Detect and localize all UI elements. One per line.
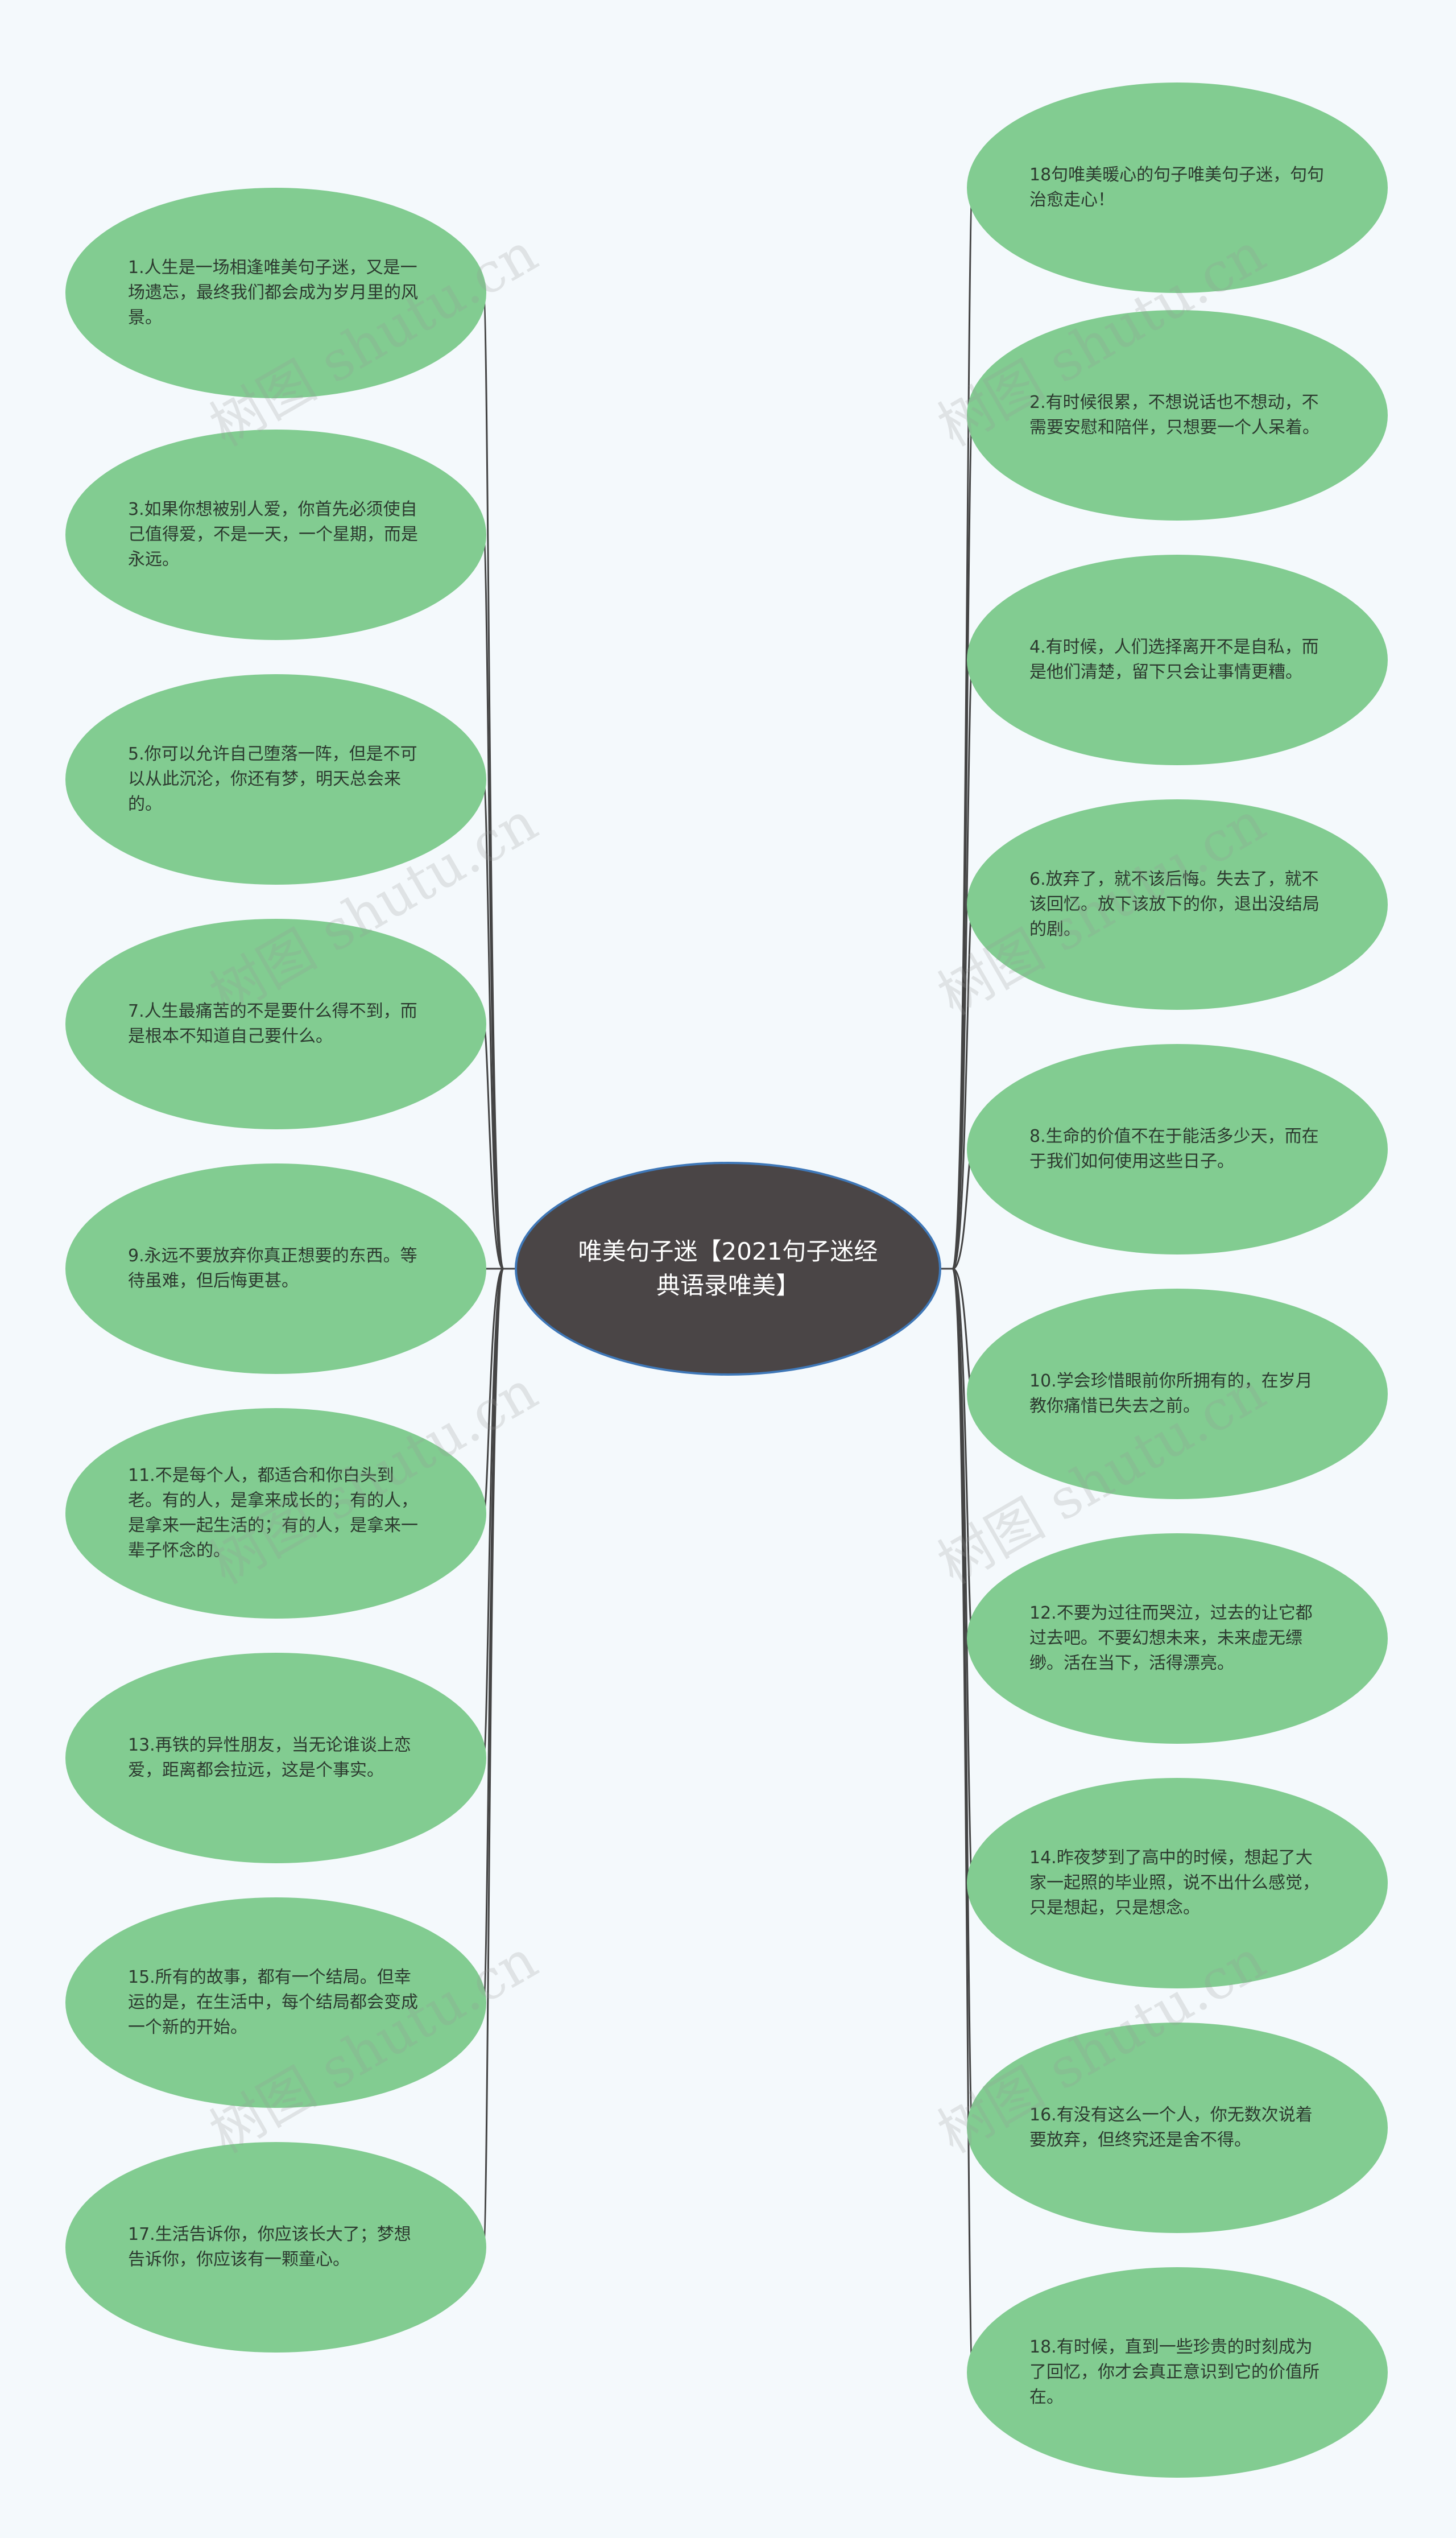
right-topic-label: 18.有时候，直到一些珍贵的时刻成为了回忆，你才会真正意识到它的价值所在。	[1029, 2337, 1320, 2407]
left-topic-node[interactable]: 5.你可以允许自己堕落一阵，但是不可以从此沉沦，你还有梦，明天总会来的。	[65, 674, 486, 885]
right-topic-label: 14.昨夜梦到了高中的时候，想起了大家一起照的毕业照，说不出什么感觉，只是想起，…	[1029, 1848, 1320, 1918]
right-topic-node[interactable]: 2.有时候很累，不想说话也不想动，不需要安慰和陪伴，只想要一个人呆着。	[967, 310, 1388, 521]
link-left-8	[482, 1268, 515, 2248]
left-topic-node[interactable]: 9.永远不要放弃你真正想要的东西。等待虽难，但后悔更甚。	[65, 1163, 486, 1374]
right-topic-label: 12.不要为过往而哭泣，过去的让它都过去吧。不要幻想未来，未来虚无缥缈。活在当下…	[1029, 1603, 1313, 1673]
left-topic-label: 7.人生最痛苦的不是要什么得不到，而是根本不知道自己要什么。	[128, 1001, 417, 1046]
right-topic-label: 4.有时候，人们选择离开不是自私，而是他们清楚，留下只会让事情更糟。	[1029, 637, 1319, 682]
left-topic-label: 9.永远不要放弃你真正想要的东西。等待虽难，但后悔更甚。	[128, 1246, 417, 1291]
left-topic-label: 13.再铁的异性朋友，当无论谁谈上恋爱，距离都会拉远，这是个事实。	[128, 1735, 411, 1780]
right-topic-node[interactable]: 8.生命的价值不在于能活多少天，而在于我们如何使用这些日子。	[967, 1044, 1388, 1254]
left-topic-node[interactable]: 13.再铁的异性朋友，当无论谁谈上恋爱，距离都会拉远，这是个事实。	[65, 1653, 486, 1863]
left-topic-label: 5.你可以允许自己堕落一阵，但是不可以从此沉沦，你还有梦，明天总会来的。	[128, 744, 417, 814]
right-topic-label: 16.有没有这么一个人，你无数次说着要放弃，但终究还是舍不得。	[1029, 2105, 1313, 2150]
link-left-1	[482, 534, 515, 1270]
right-topic-node[interactable]: 16.有没有这么一个人，你无数次说着要放弃，但终究还是舍不得。	[967, 2023, 1388, 2233]
root-topic[interactable]: 唯美句子迷【2021句子迷经典语录唯美】	[515, 1162, 941, 1376]
left-topic-node[interactable]: 17.生活告诉你，你应该长大了；梦想告诉你，你应该有一颗童心。	[65, 2142, 486, 2353]
right-topic-node[interactable]: 18句唯美暖心的句子唯美句子迷，句句治愈走心！	[967, 82, 1388, 293]
right-topic-node[interactable]: 18.有时候，直到一些珍贵的时刻成为了回忆，你才会真正意识到它的价值所在。	[967, 2267, 1388, 2478]
left-topic-node[interactable]: 7.人生最痛苦的不是要什么得不到，而是根本不知道自己要什么。	[65, 919, 486, 1129]
right-topic-node[interactable]: 12.不要为过往而哭泣，过去的让它都过去吧。不要幻想未来，未来虚无缥缈。活在当下…	[967, 1533, 1388, 1744]
left-topic-label: 1.人生是一场相逢唯美句子迷，又是一场遗忘，最终我们都会成为岁月里的风景。	[128, 258, 418, 328]
link-right-3	[941, 903, 974, 1270]
left-topic-label: 15.所有的故事，都有一个结局。但幸运的是，在生活中，每个结局都会变成一个新的开…	[128, 1967, 418, 2037]
left-topic-label: 17.生活告诉你，你应该长大了；梦想告诉你，你应该有一颗童心。	[128, 2225, 411, 2269]
left-topic-node[interactable]: 3.如果你想被别人爱，你首先必须使自己值得爱，不是一天，一个星期，而是永远。	[65, 430, 486, 640]
left-topic-label: 11.不是每个人，都适合和你白头到老。有的人，是拿来成长的；有的人，是拿来一起生…	[128, 1466, 418, 1561]
right-topic-node[interactable]: 10.学会珍惜眼前你所拥有的，在岁月教你痛惜已失去之前。	[967, 1289, 1388, 1499]
right-topic-node[interactable]: 4.有时候，人们选择离开不是自私，而是他们清楚，留下只会让事情更糟。	[967, 555, 1388, 765]
right-topic-label: 10.学会珍惜眼前你所拥有的，在岁月教你痛惜已失去之前。	[1029, 1371, 1313, 1416]
link-right-6	[941, 1268, 974, 1640]
right-topic-label: 2.有时候很累，不想说话也不想动，不需要安慰和陪伴，只想要一个人呆着。	[1029, 393, 1320, 438]
right-topic-label: 8.生命的价值不在于能活多少天，而在于我们如何使用这些日子。	[1029, 1126, 1319, 1171]
right-topic-label: 6.放弃了，就不该后悔。失去了，就不该回忆。放下该放下的你，退出没结局的剧。	[1029, 869, 1320, 939]
link-left-5	[482, 1268, 515, 1514]
root-topic-label: 唯美句子迷【2021句子迷经典语录唯美】	[578, 1237, 878, 1299]
left-topic-node[interactable]: 11.不是每个人，都适合和你白头到老。有的人，是拿来成长的；有的人，是拿来一起生…	[65, 1408, 486, 1619]
right-topic-label: 18句唯美暖心的句子唯美句子迷，句句治愈走心！	[1029, 165, 1325, 210]
left-topic-node[interactable]: 15.所有的故事，都有一个结局。但幸运的是，在生活中，每个结局都会变成一个新的开…	[65, 1897, 486, 2108]
left-topic-node[interactable]: 1.人生是一场相逢唯美句子迷，又是一场遗忘，最终我们都会成为岁月里的风景。	[65, 188, 486, 398]
link-left-3	[482, 1023, 515, 1270]
link-right-2	[941, 659, 974, 1270]
left-topic-label: 3.如果你想被别人爱，你首先必须使自己值得爱，不是一天，一个星期，而是永远。	[128, 500, 418, 569]
right-topic-node[interactable]: 6.放弃了，就不该后悔。失去了，就不该回忆。放下该放下的你，退出没结局的剧。	[967, 799, 1388, 1010]
link-left-2	[482, 778, 515, 1270]
link-left-6	[482, 1268, 515, 1759]
right-topic-node[interactable]: 14.昨夜梦到了高中的时候，想起了大家一起照的毕业照，说不出什么感觉，只是想起，…	[967, 1778, 1388, 1988]
link-right-9	[941, 1268, 974, 2374]
